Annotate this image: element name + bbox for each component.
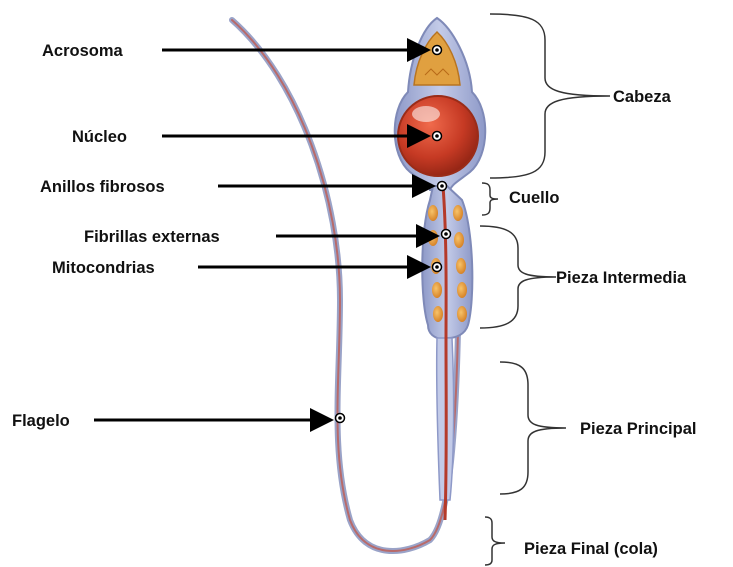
label-anillos-fibrosos: Anillos fibrosos [40, 178, 165, 196]
label-pieza-principal: Pieza Principal [580, 420, 696, 438]
label-fibrillas-externas: Fibrillas externas [84, 228, 220, 246]
brace-cabeza [490, 14, 610, 178]
brace-pieza-intermedia [480, 226, 556, 328]
label-pieza-intermedia: Pieza Intermedia [556, 269, 687, 287]
brace-pieza-final [485, 517, 505, 565]
region-braces [480, 14, 610, 565]
brace-cuello [482, 183, 498, 215]
label-cabeza: Cabeza [613, 88, 672, 106]
label-acrosoma: Acrosoma [42, 42, 124, 60]
label-mitocondrias: Mitocondrias [52, 259, 155, 277]
sperm-head [395, 18, 486, 190]
brace-pieza-principal [500, 362, 566, 494]
label-cuello: Cuello [509, 189, 559, 207]
label-pieza-final: Pieza Final (cola) [524, 540, 658, 558]
label-nucleo: Núcleo [72, 128, 127, 146]
label-flagelo: Flagelo [12, 412, 70, 430]
